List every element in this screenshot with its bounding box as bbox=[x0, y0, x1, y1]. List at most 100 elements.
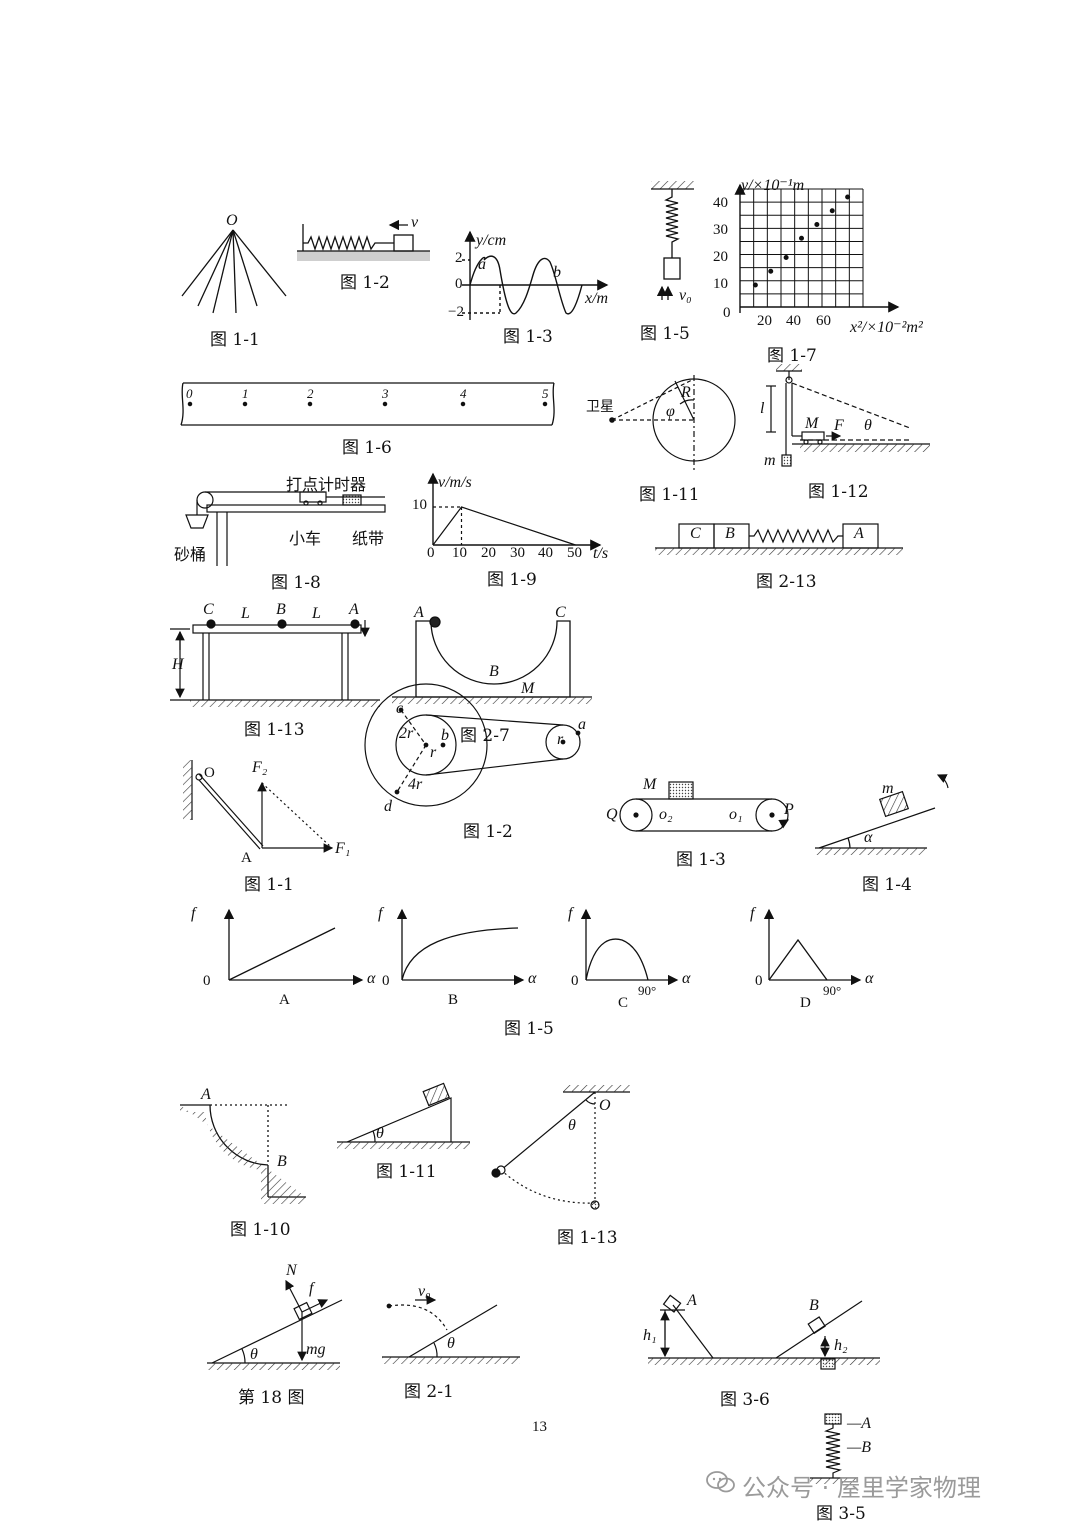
panelC-tick: 90° bbox=[638, 983, 657, 998]
fig-1-9-chart bbox=[427, 472, 602, 551]
chart19-xtick: 10 bbox=[452, 545, 467, 561]
fig-1-4 bbox=[815, 774, 949, 855]
tape-mark: 4 bbox=[460, 386, 467, 401]
caption-fig-1-13b: 图 1-13 bbox=[557, 1228, 618, 1248]
chart17-point bbox=[783, 255, 789, 260]
caption-fig-1-7: 图 1-7 bbox=[767, 346, 817, 366]
label-M: M bbox=[805, 415, 819, 432]
chart17-point bbox=[752, 282, 758, 288]
fig-2-7 bbox=[392, 616, 592, 704]
label-B: B bbox=[725, 525, 735, 542]
label-h2: h₂ bbox=[834, 1337, 848, 1354]
chart17-point bbox=[768, 268, 774, 274]
label-h1: h₁ bbox=[643, 1327, 657, 1344]
chart19-xlabel: t/s bbox=[593, 545, 609, 562]
label-o1: o₁ bbox=[729, 806, 743, 823]
caption-fig-2-13: 图 2-13 bbox=[756, 572, 817, 592]
fig-1-8 bbox=[185, 491, 386, 566]
label-a: a bbox=[578, 716, 586, 733]
label-timer: 打点计时器 bbox=[286, 475, 367, 494]
label-A: A bbox=[201, 1086, 211, 1103]
label-alpha: α bbox=[864, 829, 873, 846]
fig-1-5a bbox=[651, 181, 694, 300]
watermark-text: 公众号 · 屋里学家物理 bbox=[742, 1474, 981, 1502]
fig-1-3a bbox=[462, 230, 609, 320]
panelB-origin: 0 bbox=[382, 973, 390, 989]
label-L: L bbox=[241, 605, 250, 622]
label-m: m bbox=[882, 780, 894, 797]
panelA-name: A bbox=[279, 992, 290, 1008]
label-m: m bbox=[764, 452, 776, 469]
fig-3-6 bbox=[648, 1294, 880, 1370]
label-v0: v₀ bbox=[679, 287, 692, 304]
tape-mark: 0 bbox=[186, 386, 193, 401]
panelB-ylabel: f bbox=[378, 905, 383, 922]
panelD-tick: 90° bbox=[823, 983, 842, 998]
fig-1-7-chart bbox=[734, 183, 900, 313]
caption-fig-18: 第 18 图 bbox=[238, 1388, 305, 1408]
caption-fig-1-11a: 图 1-11 bbox=[639, 485, 700, 505]
label-C: C bbox=[555, 604, 566, 621]
panelC-ylabel: f bbox=[568, 905, 573, 922]
tick-minus2: −2 bbox=[448, 304, 464, 320]
label-A: A bbox=[687, 1292, 697, 1309]
label-O: O bbox=[204, 765, 215, 781]
label-C: C bbox=[690, 525, 701, 542]
chart19-ylabel: v/m/s bbox=[438, 474, 472, 491]
label-cart: 小车 bbox=[289, 529, 322, 548]
chart19-xtick: 30 bbox=[510, 545, 525, 561]
label-A: —A bbox=[847, 1415, 871, 1432]
chart17-ylabel: y/×10⁻¹m bbox=[741, 177, 805, 194]
label-b: b bbox=[553, 264, 561, 281]
panelA-origin: 0 bbox=[203, 973, 211, 989]
caption-fig-1-5b: 图 1-5 bbox=[504, 1019, 554, 1039]
label-c: c bbox=[396, 700, 404, 717]
caption-fig-1-5a: 图 1-5 bbox=[640, 324, 690, 344]
chart17-point bbox=[799, 235, 804, 241]
caption-fig-1-8: 图 1-8 bbox=[271, 573, 321, 593]
chart17-ytick: 0 bbox=[723, 305, 731, 321]
fig-1-11b bbox=[337, 1082, 470, 1149]
chart17-xtick: 40 bbox=[786, 313, 801, 329]
fig-1-1a bbox=[181, 229, 287, 314]
chart17-point bbox=[829, 208, 835, 214]
fig-1-10 bbox=[180, 1104, 306, 1204]
label-x-axis: x/m bbox=[585, 290, 609, 307]
fig-1-13b bbox=[491, 1085, 630, 1210]
label-F2: F₂ bbox=[252, 759, 268, 776]
label-H: H bbox=[172, 656, 184, 673]
caption-fig-1-13a: 图 1-13 bbox=[244, 720, 305, 740]
fig-1-5b bbox=[223, 908, 862, 986]
label-tape: 纸带 bbox=[352, 529, 385, 548]
label-B: —B bbox=[847, 1439, 871, 1456]
tape-mark: 3 bbox=[382, 386, 389, 401]
label-f: f bbox=[309, 1280, 314, 1297]
label-F: F bbox=[834, 417, 844, 434]
label-A: A bbox=[349, 601, 359, 618]
chart17-ytick: 20 bbox=[713, 249, 728, 265]
panelB-name: B bbox=[448, 992, 459, 1008]
caption-fig-1-2b: 图 1-2 bbox=[463, 822, 513, 842]
caption-fig-1-10: 图 1-10 bbox=[230, 1220, 291, 1240]
caption-fig-2-7: 图 2-7 bbox=[460, 726, 510, 746]
label-a: a bbox=[478, 256, 486, 273]
wechat-icon bbox=[706, 1471, 735, 1493]
panelC-xlabel: α bbox=[682, 970, 691, 987]
chart17-ytick: 10 bbox=[713, 276, 728, 292]
label-O: O bbox=[599, 1097, 611, 1114]
label-phi: φ bbox=[666, 403, 675, 420]
chart17-xtick: 60 bbox=[816, 313, 831, 329]
label-y-axis: y/cm bbox=[476, 232, 507, 249]
chart17-point bbox=[814, 222, 820, 227]
chart17-point bbox=[845, 194, 851, 200]
panelA-ylabel: f bbox=[191, 905, 196, 922]
caption-fig-2-1: 图 2-1 bbox=[404, 1382, 454, 1402]
label-b: b bbox=[441, 727, 449, 744]
label-L: L bbox=[312, 605, 321, 622]
label-A: A bbox=[414, 604, 424, 621]
fig-1-1b bbox=[183, 760, 334, 853]
caption-fig-1-6: 图 1-6 bbox=[342, 438, 392, 458]
label-O: O bbox=[226, 212, 238, 229]
label-theta: θ bbox=[447, 1335, 455, 1352]
label-B: B bbox=[276, 601, 286, 618]
